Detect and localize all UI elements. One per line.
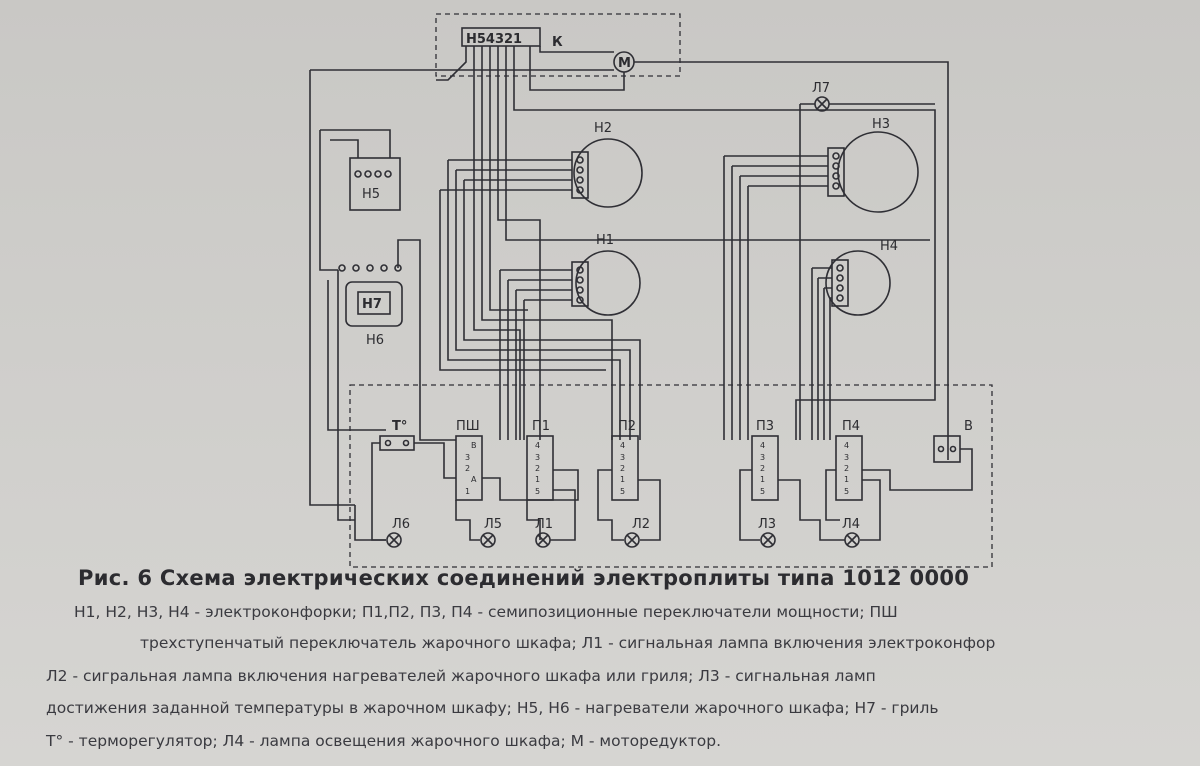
burner-h3-label: Н3: [872, 117, 890, 132]
heater-h6-label: Н6: [366, 333, 384, 348]
heater-h5: Н5: [349, 157, 401, 211]
grill-h7-label: Н7: [362, 297, 382, 312]
switch-v: В: [933, 419, 973, 463]
legend-line: Т° - терморегулятор; Л4 - лампа освещени…: [46, 732, 722, 750]
motor: М: [613, 51, 635, 73]
psh-contact-label: 2: [465, 464, 470, 473]
switch-p2: П2 4 3 2 1 5: [611, 419, 639, 501]
terminal-pins-label: Н54321: [466, 32, 522, 47]
p4-contact-label: 1: [844, 475, 849, 484]
switch-p2-label: П2: [618, 419, 636, 434]
motor-label: М: [618, 56, 631, 71]
switch-psh: ПШ В 3 2 А 1: [455, 419, 483, 501]
psh-contact-label: 3: [465, 453, 470, 462]
p1-contact-label: 2: [535, 464, 540, 473]
p2-contact-label: 4: [620, 441, 625, 450]
lamp-l4: Л4: [842, 517, 860, 548]
lamp-l2-label: Л2: [632, 517, 650, 532]
switch-panel-enclosure: [349, 384, 993, 568]
p1-contact-label: 3: [535, 453, 540, 462]
wiring-diagram: Н54321 К М Л7 Н2 Н1: [309, 13, 993, 568]
terminal-enclosure: [435, 13, 681, 77]
terminal-block: Н54321 К: [461, 27, 563, 50]
lamp-l3: Л3: [758, 517, 776, 548]
switch-p1: П1 4 3 2 1 5: [526, 419, 554, 501]
psh-contact-label: 1: [465, 487, 470, 496]
p2-contact-label: 3: [620, 453, 625, 462]
heater-h6: Н7 Н6: [338, 264, 403, 348]
switch-p1-label: П1: [532, 419, 550, 434]
burner-h3: Н3: [827, 117, 919, 213]
p1-contact-label: 4: [535, 441, 540, 450]
thermostat-label: Т°: [392, 419, 407, 434]
p4-contact-label: 5: [844, 487, 849, 496]
p4-contact-label: 3: [844, 453, 849, 462]
figure-title: Рис. 6 Схема электрических соединений эл…: [78, 566, 970, 590]
switch-p3: П3 4 3 2 1 5: [751, 419, 779, 501]
p3-contact-label: 4: [760, 441, 765, 450]
burner-h2: Н2: [571, 121, 643, 208]
lamp-l4-label: Л4: [842, 517, 860, 532]
p3-contact-label: 2: [760, 464, 765, 473]
burner-h1-label: Н1: [596, 233, 614, 248]
p2-contact-label: 1: [620, 475, 625, 484]
p4-contact-label: 2: [844, 464, 849, 473]
lamp-l2: Л2: [624, 517, 650, 548]
p3-contact-label: 5: [760, 487, 765, 496]
lamp-l5-label: Л5: [484, 517, 502, 532]
heater-h5-label: Н5: [362, 187, 380, 202]
legend-line: Н1, Н2, Н3, Н4 - электроконфорки; П1,П2,…: [74, 603, 898, 621]
psh-contact-label: В: [471, 441, 477, 450]
lamp-l7: Л7: [812, 81, 830, 112]
lamp-l1: Л1: [535, 517, 553, 548]
lamp-l5: Л5: [480, 517, 502, 548]
p2-contact-label: 5: [620, 487, 625, 496]
legend-line: Л2 - сигральная лампа включения нагреват…: [46, 667, 876, 685]
lamp-l7-label: Л7: [812, 81, 830, 96]
burner-h1: Н1: [571, 233, 641, 316]
legend-line: достижения заданной температуры в жарочн…: [46, 699, 939, 717]
switch-v-label: В: [964, 419, 973, 434]
p2-contact-label: 2: [620, 464, 625, 473]
burner-h4-label: Н4: [880, 239, 898, 254]
psh-contact-label: А: [471, 475, 477, 484]
terminal-block-label: К: [552, 35, 563, 50]
legend-line: трехступенчатый переключатель жарочного …: [140, 634, 996, 652]
switch-p4: П4 4 3 2 1 5: [835, 419, 863, 501]
p3-contact-label: 1: [760, 475, 765, 484]
lamp-l6-label: Л6: [392, 517, 410, 532]
thermostat: Т°: [379, 419, 415, 451]
burner-h4: Н4: [825, 239, 898, 316]
burner-h2-label: Н2: [594, 121, 612, 136]
p1-contact-label: 1: [535, 475, 540, 484]
lamp-l3-label: Л3: [758, 517, 776, 532]
lamp-l1-label: Л1: [535, 517, 553, 532]
switch-p3-label: П3: [756, 419, 774, 434]
p3-contact-label: 3: [760, 453, 765, 462]
p4-contact-label: 4: [844, 441, 849, 450]
lamp-l6: Л6: [386, 517, 410, 548]
switch-p4-label: П4: [842, 419, 860, 434]
p1-contact-label: 5: [535, 487, 540, 496]
switch-psh-label: ПШ: [456, 419, 480, 434]
